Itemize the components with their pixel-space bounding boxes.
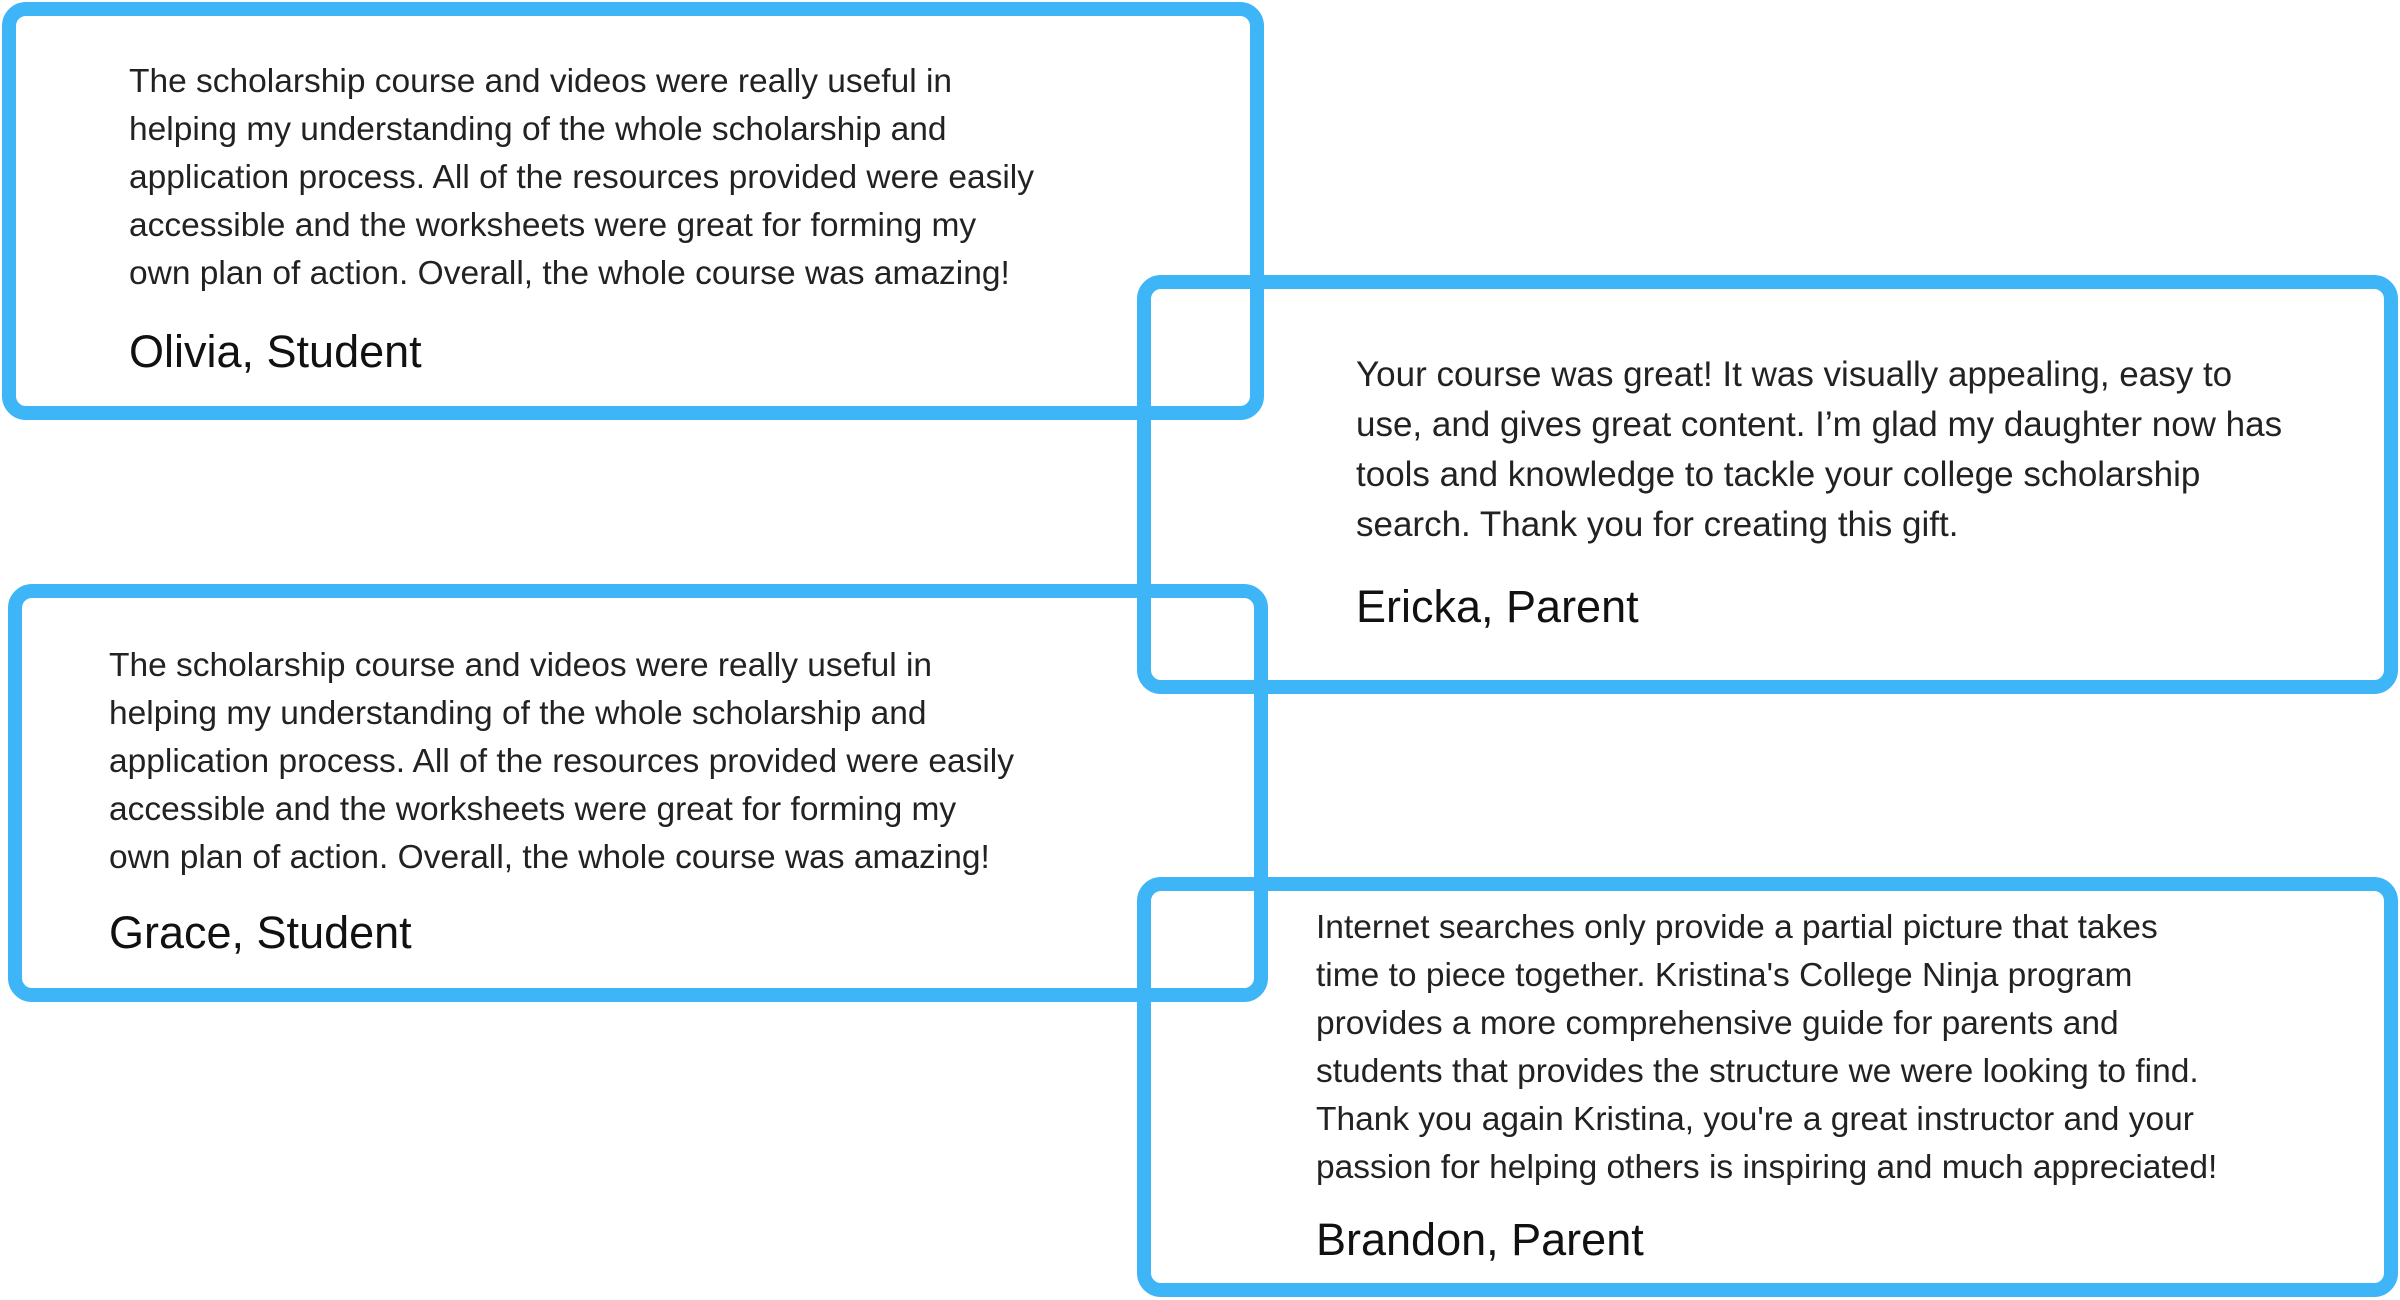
testimonial-author: Grace, Student xyxy=(109,907,412,958)
testimonial-card-grace xyxy=(8,584,1268,1002)
testimonial-author: Ericka, Parent xyxy=(1356,581,1639,632)
testimonial-author: Olivia, Student xyxy=(129,326,422,377)
testimonial-author: Brandon, Parent xyxy=(1316,1214,1644,1265)
testimonial-quote: Your course was great! It was visually a… xyxy=(1356,355,2283,544)
testimonial-quote: The scholarship course and videos were r… xyxy=(129,63,1034,292)
testimonial-quote: Internet searches only provide a partial… xyxy=(1316,909,2218,1186)
testimonial-card-olivia xyxy=(2,2,1264,420)
testimonial-quote: The scholarship course and videos were r… xyxy=(109,647,1014,876)
testimonial-card-brandon xyxy=(1137,877,2398,1297)
